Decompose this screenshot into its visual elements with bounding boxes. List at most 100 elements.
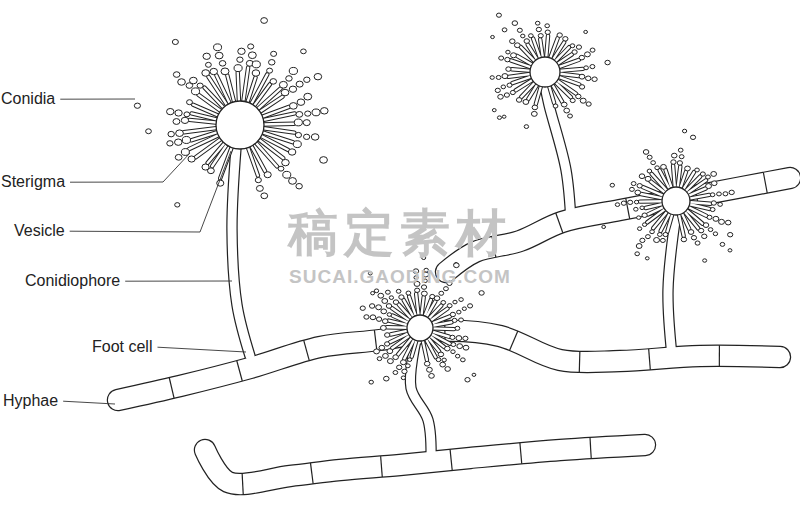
conidium (451, 350, 455, 354)
conidium (381, 309, 387, 314)
conidium (592, 77, 597, 82)
conidium (374, 349, 380, 354)
conidium (455, 354, 459, 358)
conidium (634, 207, 638, 211)
conidium (384, 376, 390, 381)
conidium (440, 362, 446, 367)
conidial-head (490, 13, 610, 128)
conidium (647, 169, 652, 173)
part-label: Hyphae (3, 392, 58, 410)
conidium (639, 174, 645, 179)
conidium (393, 355, 399, 360)
conidium (176, 130, 184, 137)
vesicle (407, 315, 433, 341)
conidium (688, 230, 694, 235)
conidium (305, 111, 311, 116)
conidium (402, 369, 407, 374)
conidium (568, 114, 573, 118)
part-label: Foot cell (92, 338, 152, 356)
conidium (314, 73, 322, 79)
conidium (191, 88, 199, 95)
conidium (452, 318, 457, 322)
conidium (386, 304, 391, 309)
conidium (690, 135, 695, 139)
conidium (635, 252, 640, 256)
conidium (369, 380, 373, 384)
vesicle (530, 57, 560, 87)
conidium (655, 166, 660, 170)
conidium (605, 60, 610, 65)
leader-line (125, 281, 232, 282)
conidium (255, 177, 261, 182)
conidium (441, 301, 446, 305)
sterigma (512, 76, 532, 83)
leader-line (70, 151, 231, 232)
conidium (710, 193, 715, 197)
conidium (703, 223, 709, 228)
sterigma (184, 128, 218, 132)
conidium (602, 225, 606, 228)
conidium (576, 94, 581, 99)
septa (169, 172, 767, 494)
conidium (279, 81, 287, 88)
conidium (461, 358, 466, 362)
sterigma (431, 327, 454, 330)
conidium (645, 257, 649, 260)
conidium (490, 76, 494, 80)
conidium (379, 345, 385, 350)
conidium (370, 315, 376, 320)
conidium (182, 136, 190, 143)
conidium (718, 202, 723, 206)
conidium (502, 74, 508, 79)
conidium (450, 335, 455, 339)
conidium (691, 236, 696, 240)
conidium (586, 76, 591, 81)
conidium (406, 291, 411, 295)
conidium (463, 345, 469, 350)
conidium (278, 166, 284, 171)
conidium (248, 44, 254, 49)
conidium (536, 27, 541, 31)
conidium (496, 75, 501, 79)
conidium (238, 48, 245, 54)
conidium (532, 105, 538, 110)
sterigma (189, 120, 218, 123)
sterigma-outline (238, 73, 239, 103)
sterigma (540, 39, 543, 59)
sterigma (253, 84, 270, 107)
conidium (252, 70, 260, 76)
conidium (445, 346, 451, 351)
conidium (510, 39, 515, 44)
conidium (320, 157, 328, 164)
conidium (642, 223, 646, 227)
conidium (264, 172, 271, 178)
tube-outline (205, 445, 645, 484)
conidium (621, 201, 626, 205)
sterigma (243, 68, 248, 104)
conidium (468, 304, 473, 308)
conidium (184, 112, 190, 117)
conidium (296, 111, 303, 117)
conidium (289, 67, 297, 74)
conidium (459, 318, 464, 322)
conidium (642, 213, 647, 217)
conidium (531, 111, 537, 116)
conidium (643, 150, 649, 155)
watermark: SUCAI.GAODING.COM (289, 266, 511, 288)
conidium (439, 291, 444, 295)
sterigma (191, 132, 219, 141)
sterigma (679, 213, 684, 236)
conidium (436, 358, 441, 362)
part-label: Sterigma (1, 173, 65, 191)
sterigma (558, 74, 579, 76)
sterigma (666, 170, 673, 190)
conidium (570, 44, 575, 48)
leader-line (63, 401, 115, 404)
conidium (728, 249, 732, 252)
conidium (572, 50, 577, 54)
conidium (320, 108, 328, 114)
conidium (237, 57, 243, 62)
conidium (304, 93, 312, 100)
part-label-box: Conidia (1, 90, 55, 108)
conidium (288, 149, 296, 155)
